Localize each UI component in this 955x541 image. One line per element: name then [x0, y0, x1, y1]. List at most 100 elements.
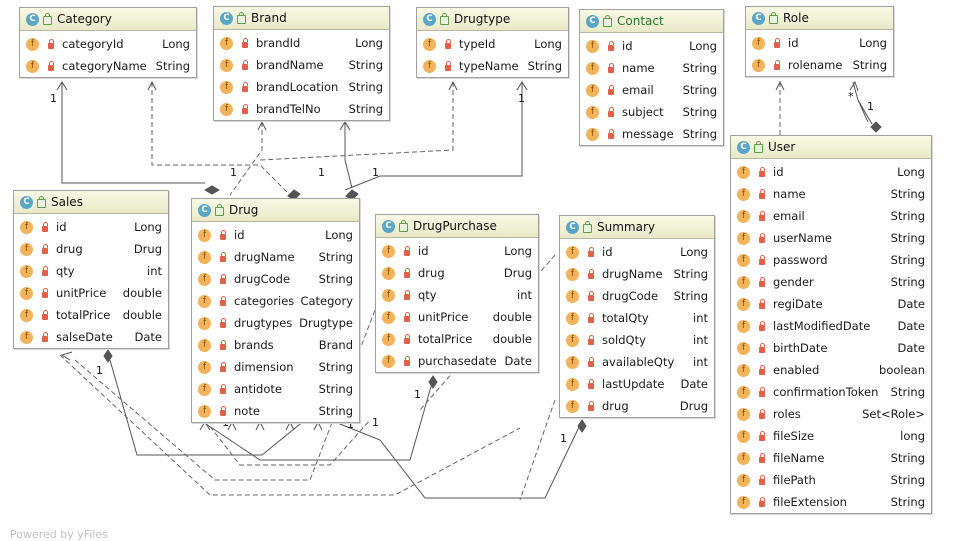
field-icon: f	[737, 275, 750, 289]
field-name: categories	[234, 294, 295, 308]
class-icon: C	[423, 12, 436, 26]
private-lock-icon	[588, 335, 594, 345]
field-type: Drugtype	[299, 316, 353, 330]
field-type: long	[900, 429, 925, 443]
field-name: totalQty	[602, 311, 649, 325]
field-type: double	[122, 286, 162, 300]
field-type: int	[693, 355, 708, 369]
field-type: Long	[897, 165, 925, 179]
field-type: String	[682, 83, 717, 97]
field-icon: f	[737, 209, 750, 223]
field-icon: f	[737, 451, 750, 465]
footer-text: Powered by yFiles	[10, 528, 108, 541]
field-type: String	[890, 385, 925, 399]
multiplicity-label: 1	[96, 364, 103, 377]
field-icon: f	[26, 37, 39, 51]
field-type: Long	[134, 220, 162, 234]
field-type: Long	[859, 36, 887, 50]
field-icon: f	[737, 385, 750, 399]
field-icon: f	[737, 297, 750, 311]
class-title: Summary	[597, 220, 655, 234]
field-name: note	[234, 404, 260, 418]
field-name: id	[418, 244, 429, 258]
field-type: String	[890, 231, 925, 245]
field-type: String	[155, 59, 190, 73]
multiplicity-label: 1	[318, 166, 325, 179]
field-icon: f	[382, 354, 395, 368]
multiplicity-label: *	[848, 90, 854, 103]
private-lock-icon	[608, 85, 614, 95]
